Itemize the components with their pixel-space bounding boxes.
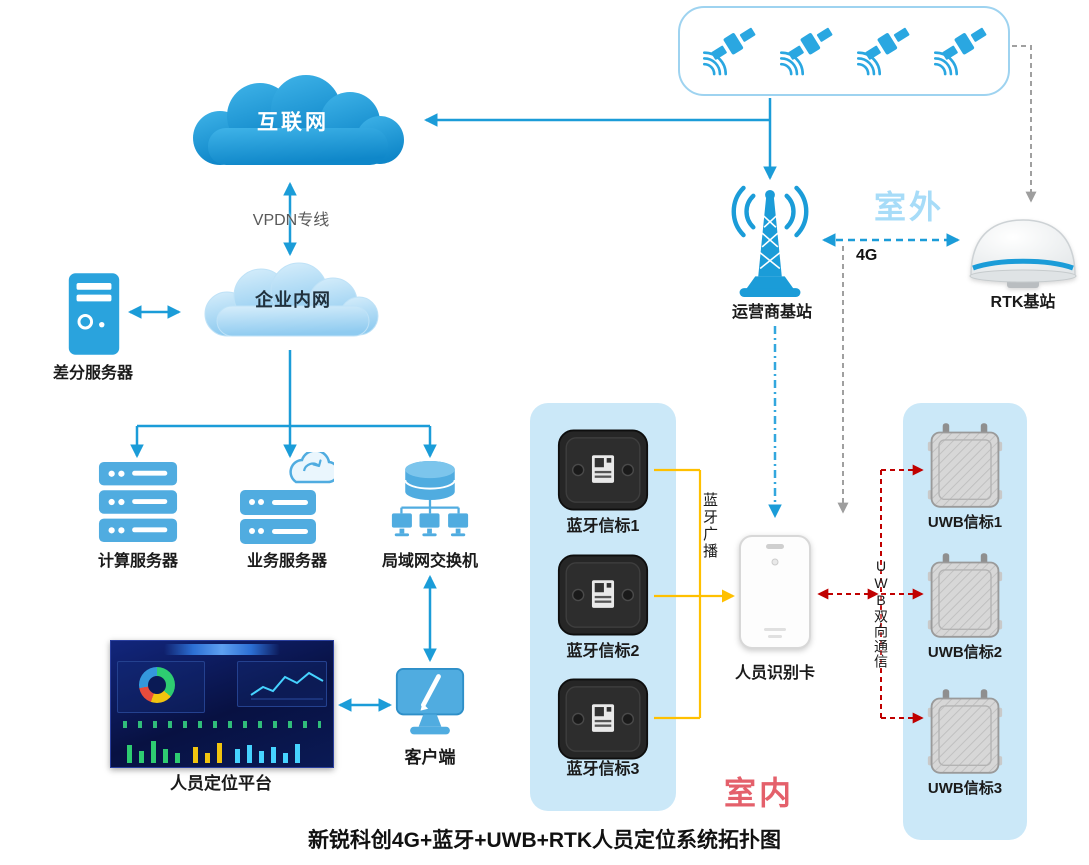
dashboard-people-row [123, 721, 321, 728]
satellite-icon [696, 23, 762, 79]
carrier-station-label: 运营商基站 [731, 304, 812, 321]
bt-beacon2-label: 蓝牙信标2 [566, 643, 640, 660]
carrier-station-icon [716, 180, 824, 302]
person-card-icon [736, 532, 814, 652]
bt-beacon1-icon [557, 426, 649, 514]
4g-link-label: 4G [856, 247, 878, 264]
indoor-zone-label: 室内 [724, 775, 795, 811]
compute-server-icon [97, 460, 179, 546]
dashboard-bar-chart [127, 741, 300, 763]
rtk-station-label: RTK基站 [990, 294, 1056, 311]
internet-cloud [193, 75, 404, 165]
lan-switch-label: 局域网交换机 [381, 553, 478, 570]
bt-beacon3-icon [557, 675, 649, 763]
dashboard-line-chart [250, 671, 324, 700]
uwb-comm-label: UWB双向通信 [873, 558, 889, 669]
business-server-icon [238, 452, 334, 548]
satellite-icon [773, 23, 839, 79]
lan-switch-icon [390, 455, 470, 547]
outdoor-zone-label: 室外 [874, 189, 945, 225]
dashboard-donut-chart [139, 667, 175, 703]
uwb-beacon3-label: UWB信标3 [927, 780, 1003, 797]
person-card-label: 人员识别卡 [734, 665, 815, 682]
uwb-beacon1-label: UWB信标1 [927, 514, 1003, 531]
diff-server-label: 差分服务器 [52, 365, 133, 382]
platform-screenshot [110, 640, 334, 768]
link-intranet-branch [137, 350, 430, 428]
uwb-beacon1-icon [926, 420, 1004, 510]
business-server-label: 业务服务器 [246, 553, 327, 570]
bt-beacon3-label: 蓝牙信标3 [566, 761, 640, 778]
rtk-station-icon [962, 210, 1084, 292]
link-satellite-rtk [1012, 45, 1037, 203]
uwb-beacon3-icon [926, 686, 1004, 776]
compute-server-label: 计算服务器 [97, 553, 178, 570]
bt-beacon2-icon [557, 551, 649, 639]
satellite-icon [927, 23, 993, 79]
diagram-title: 新锐科创4G+蓝牙+UWB+RTK人员定位系统拓扑图 [307, 829, 782, 852]
diff-server-icon [62, 270, 126, 358]
client-icon [394, 666, 466, 742]
platform-label: 人员定位平台 [170, 774, 272, 793]
bt-broadcast-label: 蓝牙广播 [701, 492, 718, 560]
satellite-icon [850, 23, 916, 79]
uwb-beacon2-label: UWB信标2 [927, 644, 1003, 661]
satellite-constellation-box [678, 6, 1010, 96]
client-label: 客户端 [404, 748, 456, 767]
uwb-beacon2-icon [926, 550, 1004, 640]
intranet-cloud [204, 262, 379, 337]
dashboard-header-bar [164, 644, 280, 655]
vpdn-link-label: VPDN专线 [252, 212, 330, 229]
internet-label: 互联网 [257, 111, 329, 134]
bt-beacon1-label: 蓝牙信标1 [566, 518, 640, 535]
intranet-label: 企业内网 [255, 290, 331, 310]
